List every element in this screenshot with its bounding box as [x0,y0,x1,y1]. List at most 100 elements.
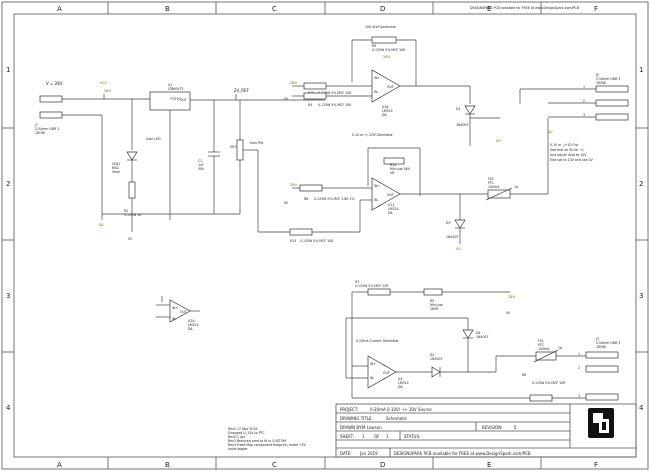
svg-text:0V: 0V [456,247,461,251]
svg-text:0V: 0V [99,223,104,227]
svg-text:OUT: OUT [180,98,187,102]
vref-generator-10v: 10V Vref Generator R9 0.125W 5% MCF 10K … [284,25,471,117]
rev-note-1: Rev1:17 Nov 2016 [228,427,257,431]
svg-text:5mm: 5mm [112,170,120,174]
svg-text:50V: 50V [198,167,205,171]
svg-text:D1: D1 [430,353,434,357]
of-value: 1 [386,434,389,439]
revision-notes: Rev1:17 Nov 2016 Changed U_12V to PTC Re… [228,427,307,451]
col-label-b-bottom: B [165,461,170,469]
row-label-4: 4 [6,404,11,412]
svg-text:and adjust Vout to 10V: and adjust Vout to 10V [550,153,587,157]
row-label-2-right: 2 [639,180,643,188]
svg-text:R5: R5 [430,299,434,303]
svg-text:IN-: IN- [172,317,176,321]
svg-text:U2A: U2A [188,319,195,323]
svg-text:OUT: OUT [387,85,394,89]
svg-text:0-20mA Current Generator: 0-20mA Current Generator [356,339,399,343]
svg-text:1N4007: 1N4007 [456,123,469,127]
footer-credit: DESIGNSPARK PCB available for FREE at ww… [394,451,531,456]
svg-text:U3A: U3A [382,105,389,109]
drawing-title-value: Schematic [386,416,407,421]
svg-text:10V Vref Generator: 10V Vref Generator [365,25,397,29]
svg-text:0-10 or -/+10 Out: 0-10 or -/+10 Out [550,143,579,147]
svg-text:2V_REF: 2V_REF [234,88,250,93]
svg-text:0.125W 1K: 0.125W 1K [124,213,142,217]
svg-text:1: 1 [583,85,585,89]
r5-pot [423,288,443,296]
svg-text:R4: R4 [308,103,312,107]
svg-text:R8: R8 [304,197,308,201]
revision-value: 5 [514,425,517,430]
row-labels: 1 2 3 4 1 2 3 4 [6,66,644,412]
svg-text:0.125W 5% MCF 10K: 0.125W 5% MCF 10K [318,91,352,95]
col-label-f-bottom: F [594,461,598,469]
diode-d2: D2 1N4007 0V [456,105,501,146]
revision-label: REVISION: [482,425,502,430]
date-value: Jan 2019 [359,451,378,456]
j3-pin-2 [585,365,619,373]
svg-text:VCC: VCC [100,81,108,85]
svg-text:LM324: LM324 [382,109,393,113]
svg-text:U11: U11 [388,203,394,207]
svg-text:FS2: FS2 [488,177,494,181]
col-label-c: C [272,5,277,13]
col-label-d: D [380,5,385,13]
svg-text:R12: R12 [390,163,396,167]
spare-opamp-u2a: IN+ IN- OUT U2A LM324 DIL [156,296,200,331]
r4-resistor [303,92,327,100]
drawn-by-value: M Lawson [362,425,382,430]
svg-text:0.125W 5% MCF 10K: 0.125W 5% MCF 10K [300,239,334,243]
j3-pin-1 [585,351,619,359]
svg-text:IN-: IN- [374,198,378,202]
led1-symbol [126,151,138,161]
r6-resistor [529,394,553,402]
svg-text:IN+: IN+ [374,184,380,188]
project-value: 0-20mA 0-10V/ -/+ 10V Source [370,407,432,412]
row-label-4-right: 4 [639,404,644,412]
date-label: DATE: [340,451,352,456]
svg-text:LM324: LM324 [188,323,199,327]
svg-text:28V: 28V [383,55,391,59]
user-led-branch: User LED LED1 RED 5mm R2 0.125W 1K 0V [112,99,161,241]
svg-text:28V: 28V [290,183,298,187]
svg-text:V = 28V: V = 28V [46,81,63,86]
u11-opamp [371,177,401,211]
svg-text:VR1: VR1 [230,145,236,149]
drawing-title-label: DRAWING TITLE: [340,416,373,421]
svg-text:IN+: IN+ [172,306,178,310]
rev-note-3: Rev2:1 Jan [228,435,245,439]
svg-text:0V: 0V [496,139,501,143]
r9-resistor [371,36,397,44]
svg-text:OUT: OUT [383,371,390,375]
svg-text:LM324: LM324 [398,381,409,385]
svg-text:1N4007: 1N4007 [476,335,489,339]
svg-text:1N4007: 1N4007 [446,235,459,239]
r13-resistor [289,228,313,236]
svg-text:100mA: 100mA [488,185,500,189]
u2a-opamp [169,299,191,323]
svg-text:1: 1 [578,352,580,356]
r10-resistor [303,82,327,90]
svg-text:TO220: TO220 [169,97,181,101]
svg-text:3: 3 [578,394,580,398]
svg-text:D3: D3 [446,221,450,225]
svg-text:IN-: IN- [370,376,374,380]
svg-text:1A: 1A [514,185,519,189]
project-label: PROJECT: [340,407,358,412]
row-label-1: 1 [6,66,10,74]
svg-text:0V: 0V [128,237,133,241]
svg-text:FS1: FS1 [538,339,544,343]
svg-text:LM324: LM324 [388,207,399,211]
svg-text:User LED: User LED [146,137,161,141]
svg-text:DIL: DIL [388,211,393,215]
drawn-by-label: DRAWN BY: [340,425,362,430]
svg-text:0.125W 5% MCF 10K: 0.125W 5% MCF 10K [372,48,406,52]
current-generator-20ma: R3 0.125W 5% MCF 22K R5 Mini pot 1K0R 28… [345,280,536,389]
svg-text:IN-: IN- [374,90,378,94]
r-led [128,181,136,199]
col-label-b: B [165,5,170,13]
user-pot-vr1: User Pot VR1 [230,100,290,233]
